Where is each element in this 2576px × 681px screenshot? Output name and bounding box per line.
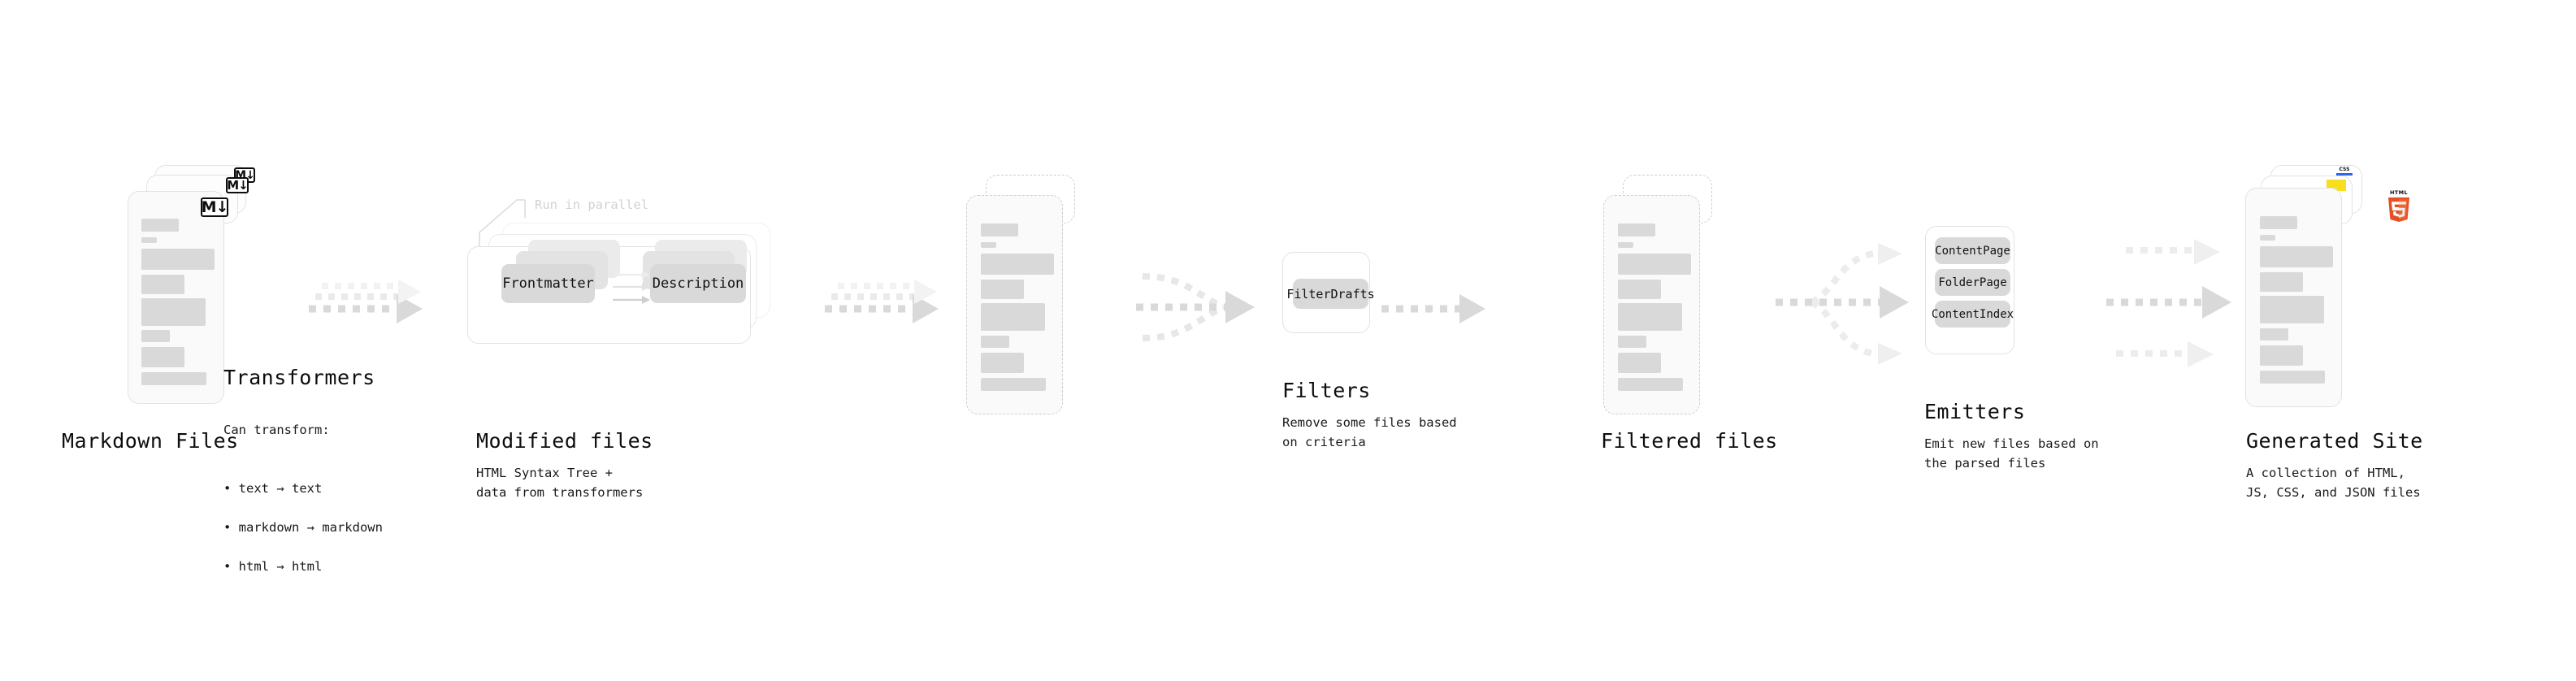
doc-line: [1618, 254, 1691, 275]
doc-line: [981, 303, 1045, 331]
doc-line: [2260, 328, 2288, 340]
flow-arrow-markdown-to-transformers: [309, 280, 423, 323]
stage-desc-modified-files: HTML Syntax Tree + data from transformer…: [476, 466, 644, 501]
markdown-icon-middle: M↓: [226, 177, 249, 193]
flow-arrow-emitters-to-site: [2106, 239, 2231, 367]
filter-chip-filterdrafts[interactable]: FilterDrafts: [1286, 279, 1375, 309]
stage-desc-emitters: Emit new files based on the parsed files: [1924, 436, 2099, 471]
css3-icon-underline: [2336, 173, 2353, 176]
markdown-file-card-front: [128, 191, 224, 404]
stage-desc-transformers: Can transform: • text → text • markdown …: [223, 401, 383, 615]
stage-title-emitters: Emitters: [1924, 400, 2026, 423]
doc-line: [1618, 303, 1682, 331]
stage-title-markdown-files: Markdown Files: [62, 429, 239, 453]
doc-line: [981, 223, 1018, 236]
stage-desc-generated-site: A collection of HTML, JS, CSS, and JSON …: [2246, 466, 2421, 501]
doc-line: [981, 353, 1024, 373]
html5-icon: HTML: [2386, 190, 2412, 223]
flow-arrow-transformers-to-modified: [825, 280, 939, 323]
doc-line: [141, 219, 179, 232]
flow-arrow-filters-to-filtered: [1381, 294, 1485, 323]
flow-arrow-modified-to-filters: [1136, 273, 1255, 341]
doc-line: [141, 330, 170, 342]
doc-line: [1618, 378, 1683, 391]
stage-title-filters: Filters: [1282, 379, 1371, 402]
stage-title-filtered-files: Filtered files: [1601, 429, 1778, 453]
emitter-chip-contentindex[interactable]: ContentIndex: [1932, 301, 2014, 327]
doc-line: [141, 237, 157, 243]
doc-line: [141, 249, 215, 270]
stage-title-generated-site: Generated Site: [2246, 429, 2423, 453]
emitter-chip-folderpage[interactable]: FolderPage: [1935, 269, 2010, 296]
css3-icon-label: CSS: [2339, 167, 2350, 172]
doc-line: [2260, 296, 2324, 323]
flow-arrow-filtered-to-emitters: [1776, 243, 1909, 365]
doc-line: [2260, 235, 2275, 241]
doc-line: [1618, 353, 1661, 373]
transformers-bullet-0: • text → text: [223, 481, 323, 497]
doc-line: [981, 336, 1009, 348]
doc-line: [141, 298, 206, 326]
doc-line: [981, 254, 1054, 275]
transformers-desc-line: Can transform:: [223, 423, 330, 438]
doc-line: [141, 347, 184, 367]
doc-line: [981, 280, 1024, 299]
doc-line: [1618, 242, 1633, 248]
doc-line: [1618, 336, 1646, 348]
doc-line: [2260, 272, 2303, 292]
transformer-chip-frontmatter[interactable]: Frontmatter: [501, 264, 595, 303]
doc-line: [2260, 216, 2297, 229]
doc-line: [981, 242, 996, 248]
parallel-note: Run in parallel: [535, 197, 648, 212]
doc-line: [141, 372, 206, 385]
doc-line: [981, 378, 1046, 391]
transformers-bullet-2: • html → html: [223, 559, 323, 575]
transformers-bullets: • text → text • markdown → markdown • ht…: [223, 459, 383, 596]
doc-line: [141, 275, 184, 294]
site-file-card-front: [2245, 188, 2342, 407]
parallel-bracket: [479, 199, 526, 250]
doc-line: [2260, 371, 2325, 384]
modified-file-card-front: [966, 195, 1063, 414]
transformer-chip-description[interactable]: Description: [650, 264, 746, 303]
doc-line: [1618, 280, 1661, 299]
doc-line: [2260, 246, 2333, 267]
stage-desc-filters: Remove some files based on criteria: [1282, 415, 1457, 450]
doc-line: [2260, 345, 2303, 366]
markdown-icon-front: M↓: [201, 197, 228, 217]
transformers-bullet-1: • markdown → markdown: [223, 520, 383, 536]
transformer-inner-arrows: [612, 271, 650, 304]
stage-title-transformers: Transformers: [223, 366, 375, 389]
filtered-file-card-front: [1603, 195, 1700, 414]
stage-title-modified-files: Modified files: [476, 429, 653, 453]
emitter-chip-contentpage[interactable]: ContentPage: [1935, 237, 2010, 264]
css3-icon: CSS: [2335, 167, 2353, 179]
doc-line: [1618, 223, 1655, 236]
html5-icon-label: HTML: [2389, 189, 2409, 196]
